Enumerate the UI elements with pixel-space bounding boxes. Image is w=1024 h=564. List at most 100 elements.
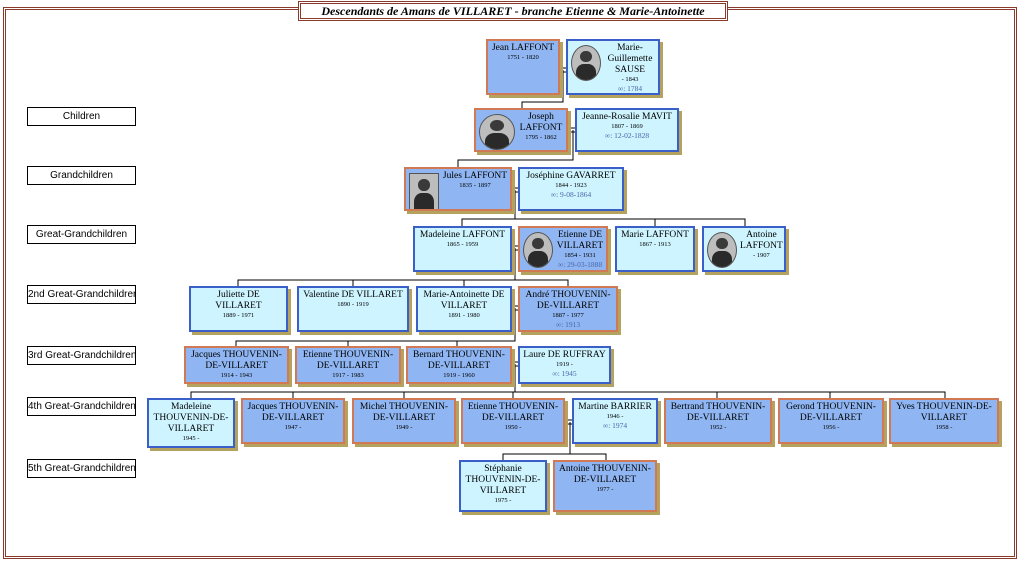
generation-label-great-grandchildren: Great-Grandchildren (27, 225, 136, 244)
person-name: Gerond THOUVENIN-DE-VILLARET (786, 402, 876, 423)
person-dates: 1945 - (182, 435, 200, 442)
person-name: Jacques THOUVENIN-DE-VILLARET (247, 402, 339, 423)
portrait-photo (571, 45, 601, 81)
person-name: Antoine THOUVENIN-DE-VILLARET (559, 464, 651, 485)
marriage-date: ∞: 9-08-1864 (550, 190, 592, 199)
person-dates: 1914 - 1943 (220, 372, 253, 379)
person-dates: 1952 - (709, 424, 727, 431)
person-dates: - 1907 (752, 252, 770, 259)
person-dates: 1950 - (504, 424, 522, 431)
person-name: Bernard THOUVENIN-DE-VILLARET (413, 350, 505, 371)
generation-label-3rd-great-grandchildren: 3rd Great-Grandchildren (27, 346, 136, 365)
person-dates: 1891 - 1980 (448, 312, 480, 319)
person-name: Madeleine LAFFONT (419, 230, 506, 240)
marriage-date: ∞: 12-02-1828 (604, 131, 650, 140)
portrait-photo (479, 114, 515, 150)
person-name: Michel THOUVENIN-DE-VILLARET (359, 402, 449, 423)
generation-label-2nd-great-grandchildren: 2nd Great-Grandchildren (27, 285, 136, 304)
person-dates: 1751 - 1820 (507, 54, 539, 61)
person-dates: 1844 - 1923 (555, 182, 587, 189)
person-dates: 1867 - 1913 (639, 241, 671, 248)
generation-label-grandchildren: Grandchildren (27, 166, 136, 185)
person-name: Jacques THOUVENIN-DE-VILLARET (191, 350, 282, 371)
person-name: Jules LAFFONT (442, 171, 508, 181)
person-dates: 1958 - (935, 424, 953, 431)
chart-title: Descendants de Amans de VILLARET - branc… (298, 1, 728, 21)
person-dates: 1975 - (494, 497, 512, 504)
portrait-photo (523, 232, 553, 268)
person-dates: 1890 - 1919 (337, 301, 369, 308)
person-name: Etienne DE VILLARET (556, 230, 604, 251)
person-name: Marie-Antoinette DE VILLARET (423, 290, 505, 311)
portrait-photo (409, 173, 439, 209)
marriage-date: ∞: 1913 (555, 320, 581, 329)
person-name: André THOUVENIN-DE-VILLARET (525, 290, 611, 311)
person-dates: 1977 - (596, 486, 614, 493)
generation-label-5th-great-grandchildren: 5th Great-Grandchildren (27, 459, 136, 478)
person-name: Etienne THOUVENIN-DE-VILLARET (302, 350, 394, 371)
person-name: Stéphanie THOUVENIN-DE-VILLARET (465, 464, 541, 496)
generation-label-4th-great-grandchildren: 4th Great-Grandchildren (27, 397, 136, 416)
person-name: Marie-Guillemette SAUSE (607, 43, 653, 75)
person-name: Yves THOUVENIN-DE-VILLARET (896, 402, 992, 423)
person-dates: 1887 - 1977 (552, 312, 584, 319)
person-dates: 1947 - (284, 424, 302, 431)
marriage-date: ∞: 1784 (617, 84, 643, 93)
person-name: Bertrand THOUVENIN-DE-VILLARET (670, 402, 766, 423)
person-dates: 1946 - (606, 413, 624, 420)
person-dates: - 1843 (621, 76, 639, 83)
person-dates: 1854 - 1931 (564, 252, 596, 259)
person-dates: 1949 - (395, 424, 413, 431)
person-name: Etienne THOUVENIN-DE-VILLARET (467, 402, 559, 423)
person-dates: 1835 - 1897 (459, 182, 491, 189)
person-dates: 1889 - 1971 (222, 312, 255, 319)
person-marie-guillemette-sause[interactable]: Marie-Guillemette SAUSE- 1843∞: 1784 (566, 39, 660, 95)
person-name: Jean LAFFONT (491, 43, 554, 53)
person-name: Joseph LAFFONT (519, 112, 563, 133)
marriage-date: ∞: 1974 (602, 421, 628, 430)
person-name: Juliette DE VILLARET (215, 290, 262, 311)
person-dates: 1919 - (556, 361, 573, 368)
person-dates: 1807 - 1869 (611, 123, 643, 130)
person-dates: 1917 - 1983 (332, 372, 364, 379)
marriage-date: ∞: 1945 (552, 369, 577, 378)
person-name: Madeleine THOUVENIN-DE-VILLARET (153, 402, 229, 434)
person-dates: 1795 - 1862 (525, 134, 557, 141)
person-name: Antoine LAFFONT (740, 230, 783, 251)
person-dates: 1919 - 1960 (443, 372, 475, 379)
person-antoine-laffont[interactable]: Antoine LAFFONT- 1907 (702, 226, 786, 272)
person-dates: 1956 - (822, 424, 840, 431)
portrait-photo (707, 232, 737, 268)
person-name: Joséphine GAVARRET (526, 171, 616, 181)
person-name: Laure DE RUFFRAY (523, 350, 606, 360)
generation-label-children: Children (27, 107, 136, 126)
marriage-date: ∞: 29-03-1888 (557, 260, 603, 269)
